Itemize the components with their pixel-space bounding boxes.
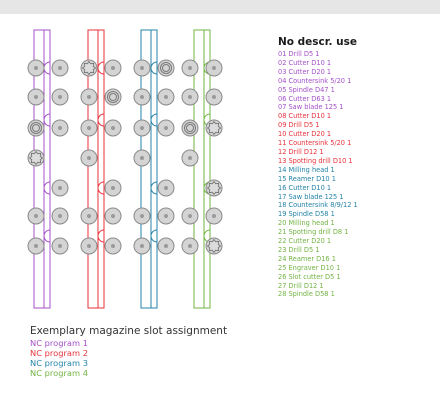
slot-dot	[212, 95, 216, 99]
slot-tool-ring	[162, 64, 170, 72]
tool-list-item: 17 Saw blade 125 1	[278, 192, 344, 201]
slot-dot	[188, 66, 192, 70]
slot-dot	[188, 95, 192, 99]
slot-tool-gear	[206, 120, 222, 136]
tool-list-item: 24 Reamer D16 1	[278, 254, 336, 263]
blue-column-rail	[150, 30, 158, 308]
tool-list-item: 26 Slot cutter D5 1	[278, 272, 341, 281]
tool-list-item: 21 Spotting drill D8 1	[278, 228, 349, 237]
tool-list-item: 28 Spindle D58 1	[278, 290, 335, 299]
slot-tool-gear	[81, 60, 97, 76]
slot-dot	[34, 214, 38, 218]
slot-tool-ring	[32, 124, 40, 132]
tool-list-item: 22 Cutter D20 1	[278, 237, 332, 246]
blue-column-track	[150, 29, 158, 309]
slot-dot	[87, 95, 91, 99]
slot-dot	[34, 66, 38, 70]
slot-tool-ring	[184, 122, 196, 134]
slot-dot	[58, 186, 62, 190]
tool-list-item: 19 Spindle D58 1	[278, 210, 335, 219]
purple-column-rail	[43, 30, 51, 308]
tool-list-item: 12 Drill D12 1	[278, 147, 324, 156]
slot-dot	[58, 214, 62, 218]
tool-list-item: 25 Engraver D10 1	[278, 263, 341, 272]
slot-dot	[111, 244, 115, 248]
slot-tool-ring	[107, 91, 119, 103]
tool-list-item: 01 Drill D5 1	[278, 50, 320, 58]
slot-dot	[111, 186, 115, 190]
legend-item: NC program 3	[30, 358, 88, 368]
slot-dot	[188, 244, 192, 248]
slot-dot	[164, 126, 168, 130]
tool-list-item: 04 Countersink 5/20 1	[278, 76, 352, 85]
tool-list-item: 16 Cutter D10 1	[278, 183, 332, 192]
tool-list-item: 18 Countersink 8/9/12 1	[278, 201, 358, 210]
slot-dot	[140, 156, 144, 160]
slot-tool-ring	[160, 62, 172, 74]
slot-dot	[140, 66, 144, 70]
slot-dot	[34, 95, 38, 99]
legend-title: Exemplary magazine slot assignment	[30, 325, 228, 337]
slot-dot	[87, 244, 91, 248]
legend-item: NC program 1	[30, 338, 88, 348]
slot-dot	[58, 66, 62, 70]
tool-list-item: 10 Cutter D20 1	[278, 130, 332, 139]
slot-dot	[140, 126, 144, 130]
tool-list-item: 14 Milling head 1	[278, 165, 335, 174]
slot-dot	[212, 214, 216, 218]
slot-tool-gear	[206, 238, 222, 254]
slot-dot	[164, 186, 168, 190]
slot-tool-ring	[30, 122, 42, 134]
slot-dot	[164, 95, 168, 99]
slot-dot	[58, 244, 62, 248]
tool-list-item: 23 Drill D5 1	[278, 245, 320, 254]
tool-list-item: 27 Drill D12 1	[278, 281, 324, 290]
tool-list-item: 09 Drill D5 1	[278, 121, 320, 130]
slot-dot	[140, 214, 144, 218]
red-column-track	[97, 29, 105, 309]
slot-dot	[212, 66, 216, 70]
slot-dot	[140, 244, 144, 248]
slot-tool-gear	[28, 150, 44, 166]
slot-dot	[140, 95, 144, 99]
slot-tool-gear	[206, 180, 222, 196]
slot-dot	[58, 95, 62, 99]
slot-dot	[87, 126, 91, 130]
tool-list-item: 08 Cutter D10 1	[278, 112, 332, 121]
slot-dot	[111, 214, 115, 218]
legend: Exemplary magazine slot assignment NC pr…	[30, 324, 227, 378]
slot-tool-ring	[186, 124, 194, 132]
slot-dot	[87, 214, 91, 218]
tool-list-item: 13 Spotting drill D10 1	[278, 156, 353, 165]
slot-dot	[164, 244, 168, 248]
slot-tool-ring	[109, 93, 117, 101]
slot-dot	[111, 126, 115, 130]
tools-list-header: No descr. use	[278, 36, 357, 48]
slot-dot	[58, 126, 62, 130]
tool-list-item: 07 Saw blade 125 1	[278, 103, 344, 112]
green-column-track	[203, 29, 211, 309]
top-banner	[0, 0, 440, 14]
tool-list-item: 20 Milling head 1	[278, 219, 335, 228]
tool-list-item: 11 Countersink 5/20 1	[278, 139, 352, 148]
legend-item: NC program 4	[30, 368, 88, 378]
slot-dot	[111, 66, 115, 70]
tool-list-item: 03 Cutter D20 1	[278, 67, 332, 76]
slot-dot	[34, 244, 38, 248]
red-column-rail	[97, 30, 105, 308]
slot-dot	[188, 156, 192, 160]
tool-list-item: 02 Cutter D10 1	[278, 58, 332, 67]
slot-dot	[87, 156, 91, 160]
slot-dot	[188, 214, 192, 218]
tool-list-item: 15 Reamer D10 1	[278, 174, 336, 183]
purple-column-track	[43, 29, 51, 309]
tool-list-item: 06 Cutter D63 1	[278, 94, 332, 103]
slot-dot	[164, 214, 168, 218]
legend-item: NC program 2	[30, 348, 88, 358]
tool-list-item: 05 Spindle D47 1	[278, 85, 335, 94]
